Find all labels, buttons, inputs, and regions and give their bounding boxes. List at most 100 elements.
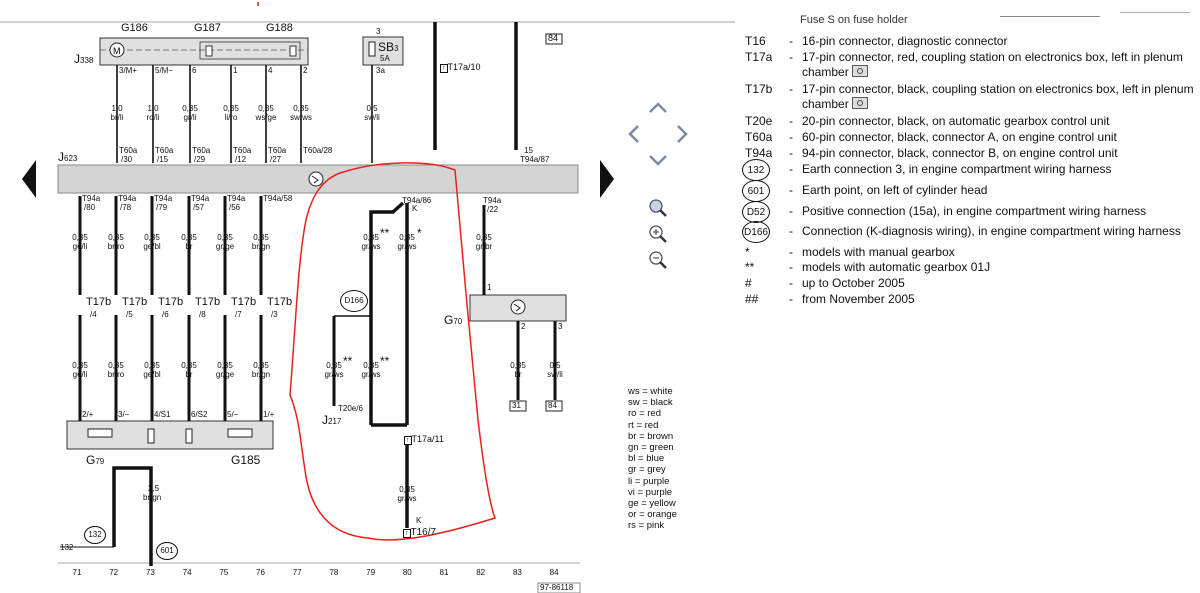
- wire-mid-size: 0,35: [253, 233, 269, 242]
- ground-132-circle: 132: [84, 526, 106, 544]
- kdiag-mark: **: [380, 226, 390, 240]
- g79-pin-label: 5/−: [227, 410, 239, 419]
- t94a86-label: T94a/86: [402, 196, 432, 205]
- t60a-pin: /29: [194, 155, 206, 164]
- g79-pin-label: 1/+: [263, 410, 275, 419]
- j623-label: J623: [58, 150, 78, 164]
- t94a-label: T94a: [82, 194, 101, 203]
- sb3-label: SB3: [378, 40, 399, 54]
- legend-desc: up to October 2005: [802, 276, 905, 290]
- t17b-label: T17b: [158, 296, 184, 308]
- wire-mid-color: br: [185, 242, 193, 251]
- wire-mid-color: ge/bl: [143, 242, 161, 251]
- zoom-out-icon[interactable]: [649, 251, 667, 269]
- color-code-item: vi = purple: [628, 486, 673, 498]
- scale-number: 77: [292, 568, 302, 577]
- wire-low-color: ge/bl: [143, 370, 161, 379]
- color-code-item: li = purple: [628, 475, 670, 487]
- window-scroll-remnant: [1120, 2, 1190, 13]
- t17b-label: T17b: [86, 296, 112, 308]
- sb3-pin-top: 3: [376, 27, 381, 36]
- next-page-arrow[interactable]: [600, 160, 614, 198]
- wire-top-size: 1,0: [111, 104, 123, 113]
- window-minimize-remnant: [1000, 16, 1100, 17]
- color-code-item: bl = blue: [628, 453, 665, 465]
- legend-dash: -: [789, 183, 793, 197]
- zoom-in-icon[interactable]: [649, 225, 667, 243]
- legend-desc: models with automatic gearbox 01J: [802, 260, 991, 274]
- t94a87-label: T94a/87: [520, 155, 550, 164]
- t17b-pin: /8: [199, 310, 206, 319]
- scale-number: 72: [109, 568, 119, 577]
- g70-out-box-31: 31: [512, 401, 521, 410]
- legend-circle-code: 601: [742, 180, 770, 202]
- wire-low-color: br/ro: [107, 370, 125, 379]
- t60a-label: T60a/28: [303, 146, 333, 155]
- t94a-label: T94a/58: [263, 194, 293, 203]
- wire-low-size: 0,35: [144, 361, 160, 370]
- kdiag-wire-color: gr/ws: [361, 370, 381, 379]
- legend-dash: -: [789, 50, 793, 64]
- legend-dash: -: [789, 146, 793, 160]
- scale-number: 73: [145, 568, 155, 577]
- motor-icon: [109, 42, 125, 58]
- legend-dash: -: [789, 34, 793, 48]
- d166-circle: D166: [340, 290, 368, 312]
- wire-low-size: 0,35: [72, 361, 88, 370]
- camera-icon[interactable]: [851, 97, 868, 109]
- pan-down-icon[interactable]: [649, 155, 667, 166]
- t17b-pin: /4: [90, 310, 97, 319]
- t60a-label: T60a: [233, 146, 252, 155]
- scale-number: 80: [402, 568, 412, 577]
- scale-number: 76: [256, 568, 265, 577]
- wire-top-size: 0,35: [293, 104, 309, 113]
- wire-mid-color: ge/li: [72, 242, 88, 251]
- j338-label: J338: [74, 52, 94, 66]
- t94a-pin: /79: [156, 203, 168, 212]
- pan-up-icon[interactable]: [649, 102, 667, 113]
- g79-label: G79: [86, 453, 105, 467]
- header-partial-text: Fuse S on fuse holder: [800, 14, 908, 26]
- kdiag-wire-size: 0,35: [399, 485, 415, 494]
- kdiag-wire-size: 0,35: [363, 361, 379, 370]
- legend-desc: 20-pin connector, black, on automatic ge…: [802, 114, 1110, 128]
- zoom-controls: [649, 199, 667, 269]
- wire-top-color: ws/ge: [255, 113, 277, 122]
- t60a-label: T60a: [192, 146, 211, 155]
- sb3-wire-size: 0,5: [366, 104, 378, 113]
- scale-number: 83: [512, 568, 522, 577]
- wire-mid-size: 0,35: [72, 233, 88, 242]
- g70-out-color: br: [514, 370, 522, 379]
- legend-desc: 60-pin connector, black, connector A, on…: [802, 130, 1117, 144]
- magnify-icon[interactable]: [649, 199, 667, 217]
- legend-dash: -: [789, 292, 793, 306]
- color-code-item: or = orange: [628, 509, 677, 521]
- t60a-label: T60a: [155, 146, 174, 155]
- pan-right-icon[interactable]: [677, 125, 688, 143]
- pin-top-label: 5/M−: [155, 66, 174, 75]
- g70-out-size: 0,35: [510, 361, 526, 370]
- t94a87-num: 15: [524, 146, 533, 155]
- prev-page-arrow[interactable]: [22, 160, 36, 198]
- kdiag-mark: *: [417, 226, 422, 240]
- wire-group: [78, 65, 373, 421]
- ground-601-circle: 601: [156, 542, 178, 560]
- wire-low-color: ge/li: [72, 370, 88, 379]
- pan-left-icon[interactable]: [628, 125, 639, 143]
- scale-number: 78: [329, 568, 339, 577]
- wire-low-color: br: [185, 370, 193, 379]
- kdiag-wire-color: gr/ws: [397, 242, 417, 251]
- wire-low-color: br/gn: [251, 370, 271, 379]
- kdiag-wire-size: 0,35: [326, 361, 342, 370]
- scale-number: 81: [439, 568, 449, 577]
- g79-pin-label: 4/S1: [154, 410, 171, 419]
- legend-code: ##: [745, 292, 759, 306]
- g70-wire-size: 0,35: [476, 233, 492, 242]
- j338-box: [99, 37, 309, 66]
- camera-icon[interactable]: [851, 65, 868, 77]
- pin-top-label: 2: [303, 66, 308, 75]
- color-code-item: sw = black: [628, 397, 673, 409]
- scale-number: 84: [549, 568, 559, 577]
- scale-number: 75: [219, 568, 229, 577]
- color-code-item: gn = green: [628, 442, 674, 454]
